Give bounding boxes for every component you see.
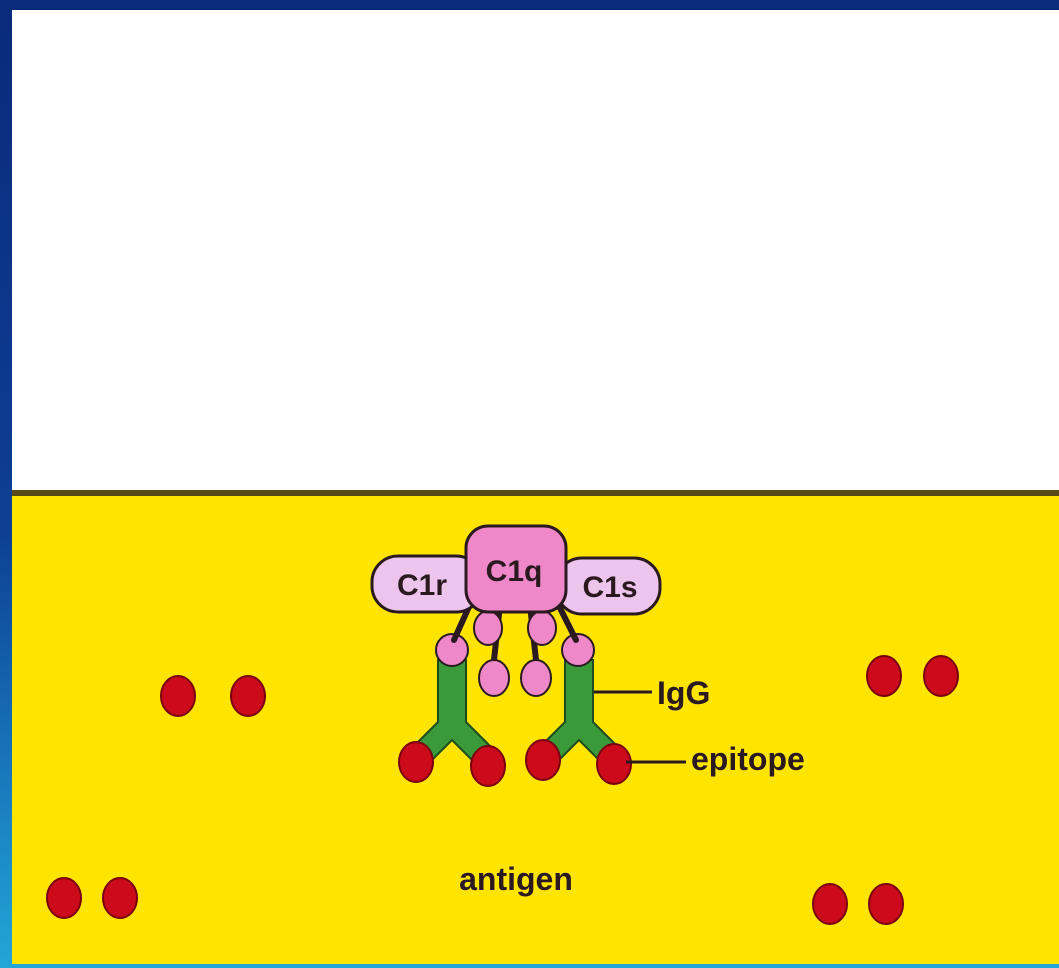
epitope-dot xyxy=(230,675,266,717)
epitope-dot xyxy=(868,883,904,925)
surface-line xyxy=(12,490,1059,496)
igg-antibody-left xyxy=(398,633,506,787)
c1q-head xyxy=(473,610,503,646)
upper-panel xyxy=(12,10,1059,494)
c1q-label: C1q xyxy=(486,555,543,588)
epitope-dot xyxy=(46,877,82,919)
epitope-label: epitope xyxy=(691,741,805,777)
c1q-subunit: C1q xyxy=(464,524,568,614)
epitope-dot xyxy=(102,877,138,919)
bound-epitope xyxy=(470,745,506,787)
free-epitopes xyxy=(46,655,959,925)
epitope-dot xyxy=(160,675,196,717)
c1s-subunit: C1s xyxy=(554,556,662,616)
c1s-label: C1s xyxy=(582,571,637,604)
epitope-dot xyxy=(866,655,902,697)
igg-label: IgG xyxy=(657,675,710,711)
bound-epitope xyxy=(525,739,561,781)
c1q-head xyxy=(478,659,510,697)
igg-antibody-right xyxy=(525,633,632,785)
igg-left-hinge xyxy=(435,633,469,667)
c1q-shape xyxy=(464,524,568,614)
bound-epitope xyxy=(398,741,434,783)
igg-left-body xyxy=(406,659,498,770)
c1r-label: C1r xyxy=(397,569,447,602)
c1q-head xyxy=(527,610,557,646)
c1q-head xyxy=(520,659,552,697)
c1q-heads xyxy=(473,610,557,697)
igg-right-hinge xyxy=(561,633,595,667)
antigen-label: antigen xyxy=(459,861,573,897)
bound-epitope xyxy=(596,743,632,785)
epitope-dot xyxy=(923,655,959,697)
epitope-dot xyxy=(812,883,848,925)
igg-right-body xyxy=(533,659,625,770)
